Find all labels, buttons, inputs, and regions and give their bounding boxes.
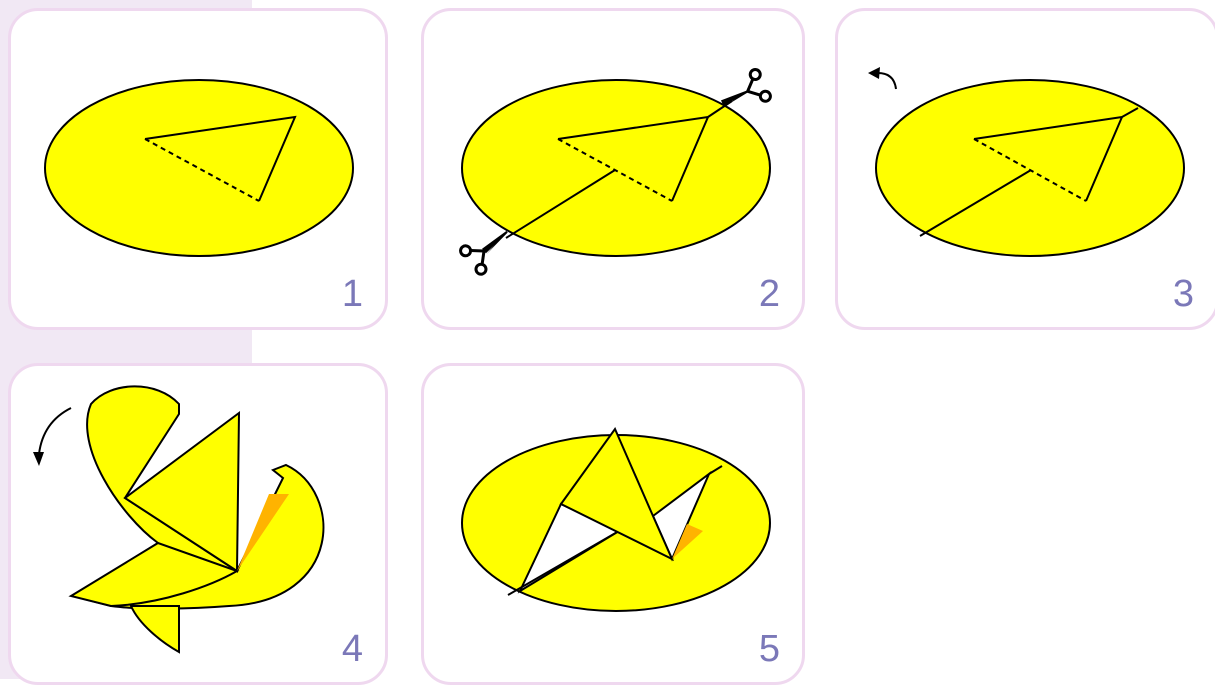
- curved-arrow-icon: [868, 67, 897, 90]
- paper-oval: [461, 79, 771, 257]
- fold-shadow: [237, 494, 289, 571]
- step-panel-5: 5: [421, 363, 805, 685]
- paper-oval: [875, 79, 1185, 257]
- step-5-illustration: [461, 426, 771, 612]
- step-number: 5: [758, 628, 780, 670]
- step-panel-4: 4: [8, 363, 388, 685]
- flap-triangle: [123, 410, 241, 573]
- tail-flap: [129, 605, 180, 654]
- triangle-cut-outline: [144, 115, 297, 202]
- step-panel-1: 1: [8, 8, 388, 330]
- step-panel-2: 2: [421, 8, 805, 330]
- step-number: 4: [341, 628, 363, 670]
- curved-arrow-icon: [33, 407, 72, 466]
- step-number: 2: [758, 273, 780, 315]
- step-number: 1: [341, 273, 363, 315]
- cut-line-bottom: [505, 169, 616, 239]
- scissors-icon: [720, 68, 772, 106]
- lower-flap: [68, 541, 240, 608]
- scissors-icon: [459, 230, 508, 276]
- step-1-illustration: [44, 79, 354, 257]
- fold-shadow: [672, 524, 703, 559]
- paper-oval: [44, 79, 354, 257]
- step-panel-3: 3: [835, 8, 1215, 330]
- step-3-illustration: [868, 67, 1185, 257]
- cut-line-top: [707, 100, 733, 118]
- cut-line-top: [708, 465, 723, 475]
- cut-line-bottom: [919, 169, 1032, 237]
- folded-star-point: [559, 426, 675, 562]
- cut-line-top: [1121, 107, 1139, 118]
- fold-line-dashed: [144, 138, 260, 202]
- step-4-illustration: [33, 385, 325, 654]
- cut-line-bottom: [507, 530, 620, 596]
- step-2-illustration: [459, 68, 772, 276]
- step-number: 3: [1172, 273, 1194, 315]
